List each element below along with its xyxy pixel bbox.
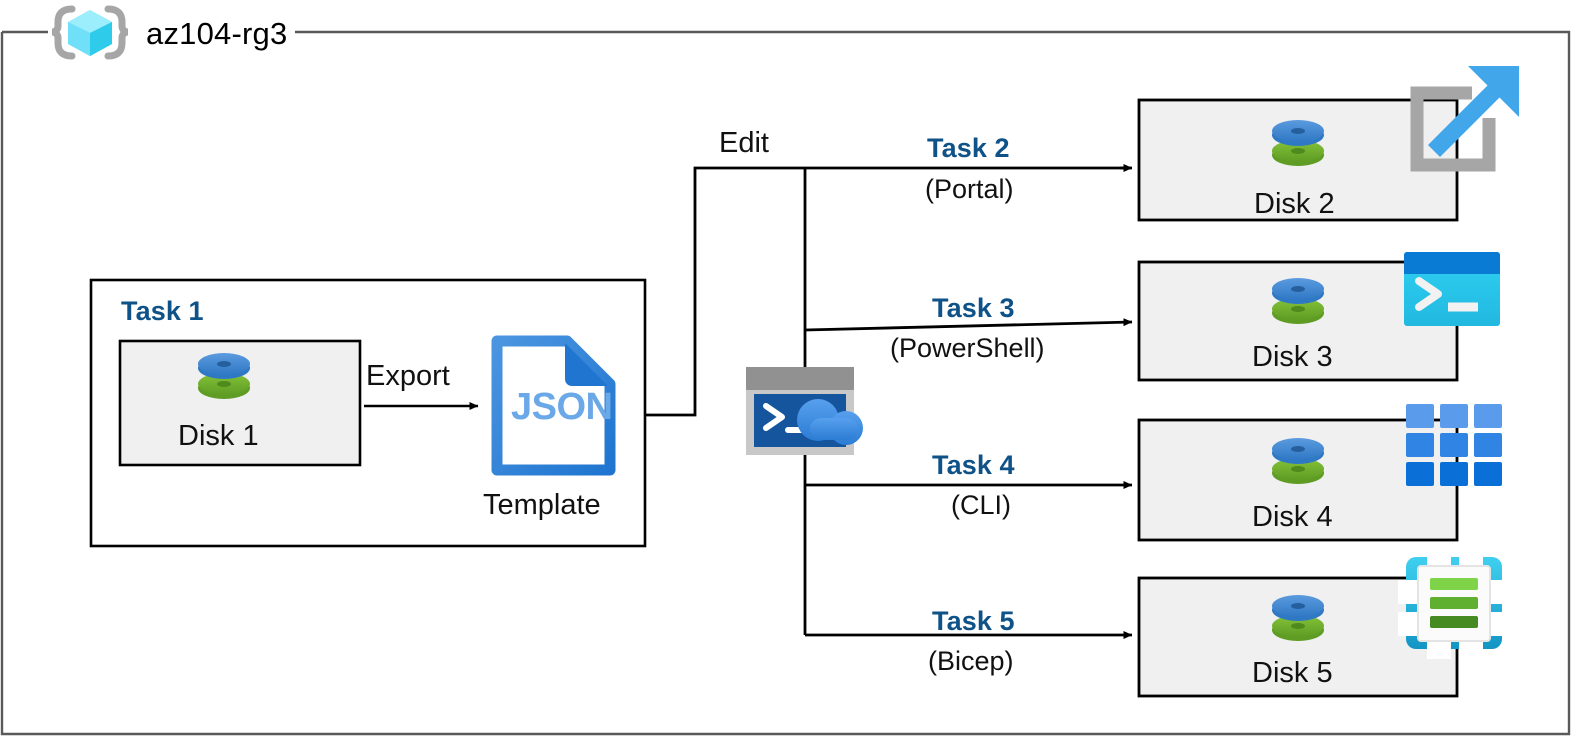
disk5-label: Disk 5	[1252, 657, 1333, 689]
task2-label: Task 2	[927, 133, 1010, 163]
disk2-label: Disk 2	[1254, 188, 1335, 220]
json-file-type-label: JSON	[511, 386, 613, 428]
task3-label: Task 3	[932, 293, 1015, 323]
azure-portal-icon	[1410, 66, 1519, 172]
disk4-label: Disk 4	[1252, 501, 1333, 533]
managed-disk-icon-3	[1272, 278, 1324, 324]
resource-group-title: az104-rg3	[146, 16, 288, 51]
edit-label: Edit	[719, 127, 769, 159]
bicep-icon	[1398, 548, 1510, 659]
task3-arrow	[804, 318, 1133, 332]
disk1-label: Disk 1	[178, 420, 259, 452]
export-label: Export	[366, 360, 450, 392]
disk3-label: Disk 3	[1252, 341, 1333, 373]
task2-tool-label: (Portal)	[925, 174, 1014, 204]
edit-connector-path	[645, 166, 1126, 417]
task4-tool-label: (CLI)	[951, 490, 1011, 520]
managed-disk-icon-1	[198, 353, 250, 399]
managed-disk-icon-4	[1272, 438, 1324, 484]
task5-label: Task 5	[932, 606, 1015, 636]
json-file-icon	[491, 335, 616, 476]
task4-label: Task 4	[932, 450, 1015, 480]
managed-disk-icon-5	[1272, 595, 1324, 641]
managed-disk-icon-2	[1272, 120, 1324, 166]
disk1-box	[118, 339, 362, 467]
task1-label: Task 1	[121, 296, 204, 326]
resource-group-frame	[0, 30, 1571, 736]
task3-tool-label: (PowerShell)	[890, 333, 1045, 363]
powershell-icon	[1404, 252, 1500, 326]
task5-tool-label: (Bicep)	[928, 646, 1014, 676]
azure-cli-icon	[1406, 404, 1502, 486]
template-label: Template	[483, 489, 601, 521]
azure-resource-group-icon	[51, 5, 129, 60]
azure-cloud-shell-icon	[746, 367, 863, 455]
